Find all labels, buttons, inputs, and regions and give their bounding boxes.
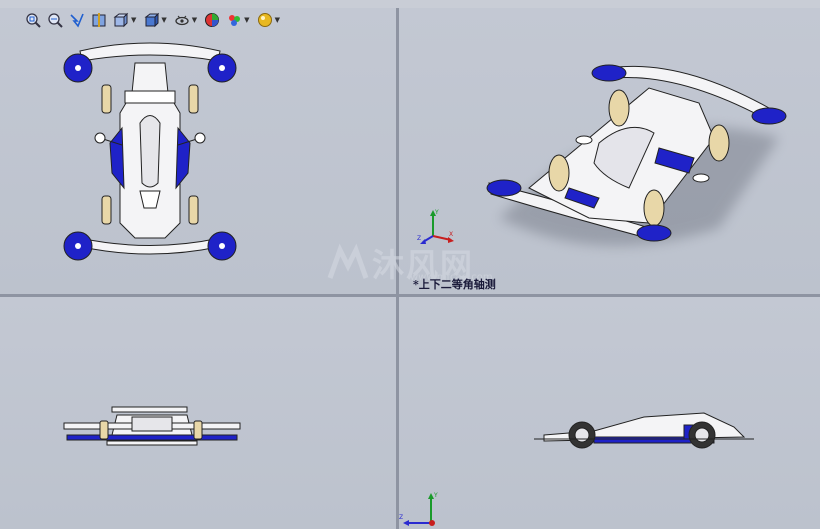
triad-z-label: Z bbox=[417, 235, 421, 242]
viewport-top[interactable] bbox=[0, 8, 396, 294]
triad-bottom-z-label: Z bbox=[399, 514, 403, 521]
horizontal-split-handle[interactable] bbox=[0, 294, 820, 297]
coordinate-triad: Y X Z bbox=[417, 209, 454, 244]
display-style-icon[interactable] bbox=[142, 11, 160, 29]
display-style-dropdown-icon[interactable]: ▼ bbox=[161, 16, 167, 24]
car-side-view bbox=[534, 412, 754, 449]
section-view-icon[interactable] bbox=[90, 11, 108, 29]
triad-y-label: Y bbox=[434, 209, 439, 216]
view-settings-icon[interactable] bbox=[256, 11, 274, 29]
watermark-text: 沐风网 bbox=[372, 246, 475, 284]
watermark-url: www.mfcad.com bbox=[410, 272, 493, 283]
zoom-to-area-icon[interactable] bbox=[46, 11, 64, 29]
vertical-split-handle[interactable] bbox=[396, 8, 399, 529]
hide-show-dropdown-icon[interactable]: ▼ bbox=[191, 16, 198, 24]
zoom-to-fit-icon[interactable] bbox=[24, 11, 42, 29]
appearance-icon[interactable] bbox=[203, 11, 221, 29]
car-isometric-view bbox=[486, 64, 787, 246]
previous-view-icon[interactable] bbox=[68, 11, 86, 29]
scene-icon[interactable] bbox=[225, 11, 243, 29]
coordinate-triad-bottom: Y Z bbox=[399, 492, 438, 526]
viewport-right[interactable]: Y Z bbox=[399, 297, 820, 529]
view-orientation-dropdown-icon[interactable]: ▼ bbox=[131, 16, 137, 24]
viewport-isometric[interactable]: Y X Z bbox=[399, 8, 820, 294]
viewport-front[interactable] bbox=[0, 297, 396, 529]
car-front-view bbox=[63, 406, 241, 446]
hide-show-icon[interactable] bbox=[173, 11, 191, 29]
watermark: 沐风网 www.mfcad.com bbox=[326, 238, 496, 286]
triad-x-label: X bbox=[449, 231, 453, 238]
triad-bottom-y-label: Y bbox=[433, 492, 438, 499]
car-top-view bbox=[63, 42, 237, 261]
view-orientation-label: *上下二等角轴测 bbox=[413, 278, 496, 291]
watermark-logo-icon bbox=[327, 243, 369, 279]
heads-up-view-toolbar: ▼ ▼ ▼ ▼ ▼ bbox=[24, 10, 282, 30]
view-orientation-icon[interactable] bbox=[112, 11, 130, 29]
scene-dropdown-icon[interactable]: ▼ bbox=[244, 16, 250, 24]
view-settings-dropdown-icon[interactable]: ▼ bbox=[274, 16, 280, 24]
